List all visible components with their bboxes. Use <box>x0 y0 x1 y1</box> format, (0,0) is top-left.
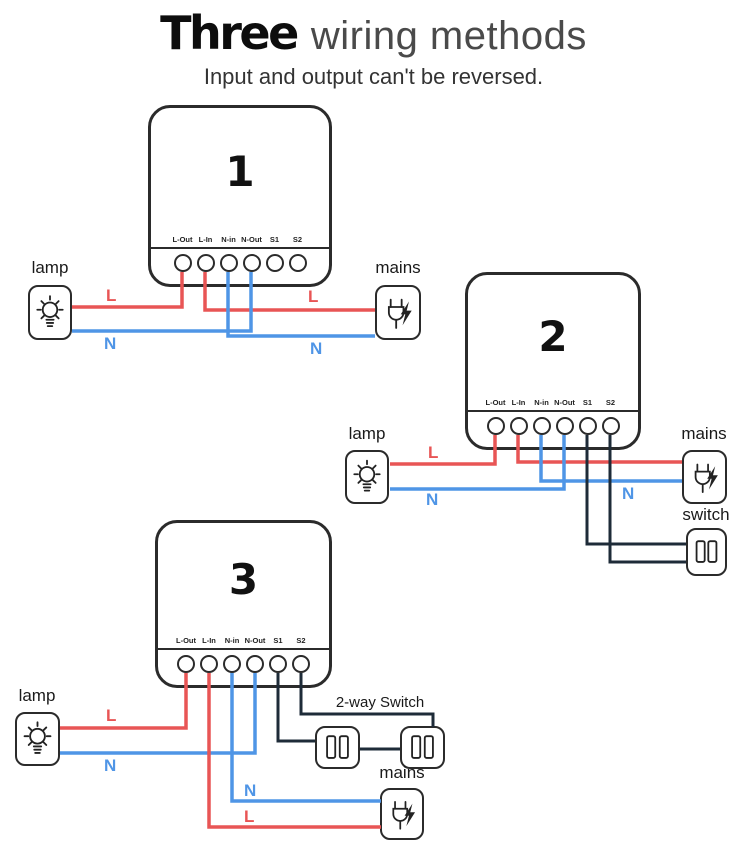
terminal-label-s1: S1 <box>273 636 283 645</box>
bulb-glyph <box>36 295 64 328</box>
title-rest: wiring methods <box>310 14 587 58</box>
terminal-labels: L-Out L-In N-in N-Out S1 S2 <box>151 235 329 244</box>
wire-label-live: L <box>428 443 438 462</box>
wire-label-neutral: N <box>426 490 438 509</box>
terminal-row <box>151 249 329 284</box>
lamp-icon <box>28 285 72 340</box>
wire-label-neutral: N <box>104 334 116 353</box>
terminal-circle <box>242 254 261 272</box>
terminal-row <box>468 412 638 447</box>
terminal-circle <box>200 655 218 673</box>
terminal-circle <box>177 655 195 673</box>
wire-label-neutral: N <box>622 484 634 503</box>
terminal-circle <box>601 417 620 435</box>
wire-label-live: L <box>308 287 318 306</box>
module-divider <box>151 247 329 249</box>
terminal-label-s1: S1 <box>582 398 593 407</box>
mains-label: mains <box>681 424 727 443</box>
terminal-circle <box>246 655 264 673</box>
terminal-circle <box>269 655 287 673</box>
switch-module-2: 2 L-Out L-In N-in N-Out S1 S2 <box>465 272 641 450</box>
terminal-labels: L-Out L-In N-in N-Out S1 S2 <box>158 636 329 645</box>
rocker-switch-glyph <box>326 735 349 759</box>
terminal-circle <box>509 417 528 435</box>
mains-icon <box>375 285 421 340</box>
subtitle: Input and output can't be reversed. <box>203 64 544 89</box>
mains-label: mains <box>375 258 421 277</box>
wire-label-neutral: N <box>310 339 322 358</box>
terminal-label-l-in: L-In <box>202 636 216 645</box>
mains-label: mains <box>379 763 425 782</box>
rocker-switch-glyph <box>411 735 434 759</box>
terminal-circle <box>223 655 241 673</box>
lamp-label: lamp <box>31 258 69 277</box>
terminal-label-n-out: N-Out <box>554 398 575 407</box>
terminal-circle <box>265 254 284 272</box>
plug-glyph <box>387 298 412 329</box>
wire-label-neutral: N <box>104 756 116 775</box>
switch-module-3: 3 L-Out L-In N-in N-Out S1 S2 <box>155 520 332 688</box>
module-divider <box>468 410 638 412</box>
terminal-circle <box>578 417 597 435</box>
module-number: 1 <box>225 147 255 196</box>
bulb-glyph <box>353 459 381 492</box>
two-way-switch-label: 2-way Switch <box>335 694 425 711</box>
terminal-circle <box>288 254 307 272</box>
terminal-label-s2: S2 <box>296 636 306 645</box>
terminal-circle <box>219 254 238 272</box>
rocker-switch-glyph <box>695 540 718 563</box>
terminal-label-n-in: N-in <box>221 235 236 244</box>
terminal-label-n-in: N-in <box>224 636 240 645</box>
wire-label-neutral: N <box>244 781 256 800</box>
module-number: 2 <box>538 312 568 361</box>
module-number: 3 <box>228 555 259 604</box>
plug-glyph <box>392 800 416 830</box>
lamp-icon <box>15 712 60 766</box>
terminal-label-l-in: L-In <box>198 235 213 244</box>
terminal-circle <box>486 417 505 435</box>
plug-glyph <box>694 463 718 494</box>
terminal-label-s1: S1 <box>269 235 280 244</box>
switch-label: switch <box>682 505 730 524</box>
terminal-circle <box>532 417 551 435</box>
bulb-glyph <box>23 721 52 754</box>
terminal-label-l-in: L-In <box>511 398 526 407</box>
lamp-label: lamp <box>348 424 386 443</box>
terminal-label-n-in: N-in <box>534 398 549 407</box>
two-way-switch-icon-a <box>315 726 360 769</box>
terminal-label-s2: S2 <box>292 235 303 244</box>
terminal-label-n-out: N-Out <box>244 636 266 645</box>
terminal-label-l-out: L-Out <box>172 235 193 244</box>
lamp-icon <box>345 450 389 504</box>
terminal-circle <box>173 254 192 272</box>
wire-label-live: L <box>106 286 116 305</box>
terminal-circle <box>292 655 310 673</box>
wire-label-live: L <box>106 706 116 725</box>
mains-icon <box>380 788 424 840</box>
wire-s1-switch-2 <box>585 435 686 546</box>
wall-switch-icon <box>686 528 727 576</box>
terminal-label-l-out: L-Out <box>176 636 196 645</box>
switch-module-1: 1 L-Out L-In N-in N-Out S1 S2 <box>148 105 332 287</box>
terminal-row <box>158 650 329 685</box>
terminal-label-n-out: N-Out <box>241 235 262 244</box>
terminal-label-s2: S2 <box>605 398 616 407</box>
terminal-label-l-out: L-Out <box>485 398 506 407</box>
title-highlight: Three <box>160 6 299 60</box>
module-divider <box>158 648 329 650</box>
terminal-circle <box>196 254 215 272</box>
terminal-labels: L-Out L-In N-in N-Out S1 S2 <box>468 398 638 407</box>
lamp-label: lamp <box>18 686 56 705</box>
two-way-switch-icon-b <box>400 726 445 769</box>
mains-icon <box>682 450 727 504</box>
wire-label-live: L <box>244 807 254 826</box>
terminal-circle <box>555 417 574 435</box>
wire-s2-switch-2 <box>608 435 686 564</box>
